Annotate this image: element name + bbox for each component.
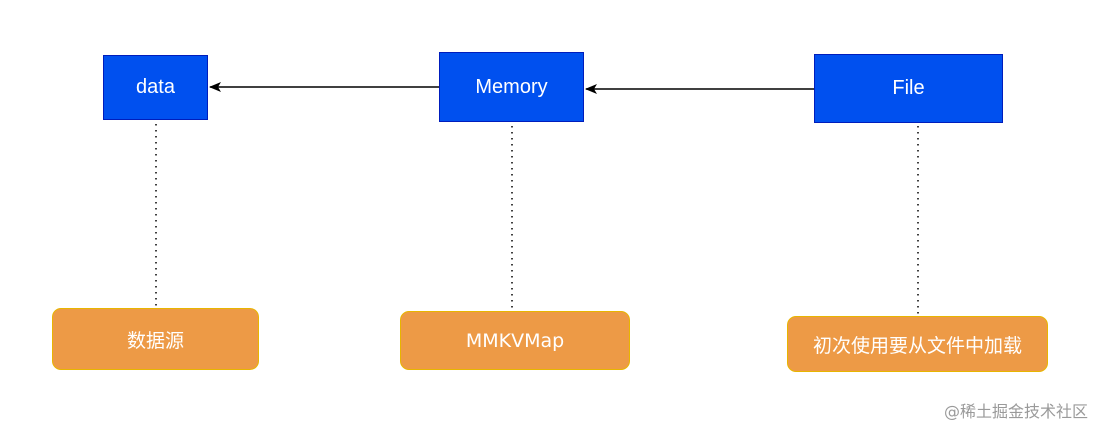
- node-file: File: [814, 54, 1003, 123]
- node-data: data: [103, 55, 208, 120]
- note-mmkvmap-label: MMKVMap: [465, 329, 565, 352]
- note-mmkvmap: MMKVMap: [400, 311, 630, 370]
- note-data-source: 数据源: [52, 308, 259, 370]
- node-file-label: File: [892, 77, 925, 99]
- note-file-load-label: 初次使用要从文件中加载: [812, 334, 1022, 357]
- node-memory-label: Memory: [475, 75, 548, 98]
- node-data-label: data: [136, 76, 175, 98]
- watermark: @稀土掘金技术社区: [943, 402, 1088, 421]
- note-file-load: 初次使用要从文件中加载: [787, 316, 1048, 372]
- node-memory: Memory: [439, 52, 584, 122]
- note-data-source-label: 数据源: [126, 329, 184, 352]
